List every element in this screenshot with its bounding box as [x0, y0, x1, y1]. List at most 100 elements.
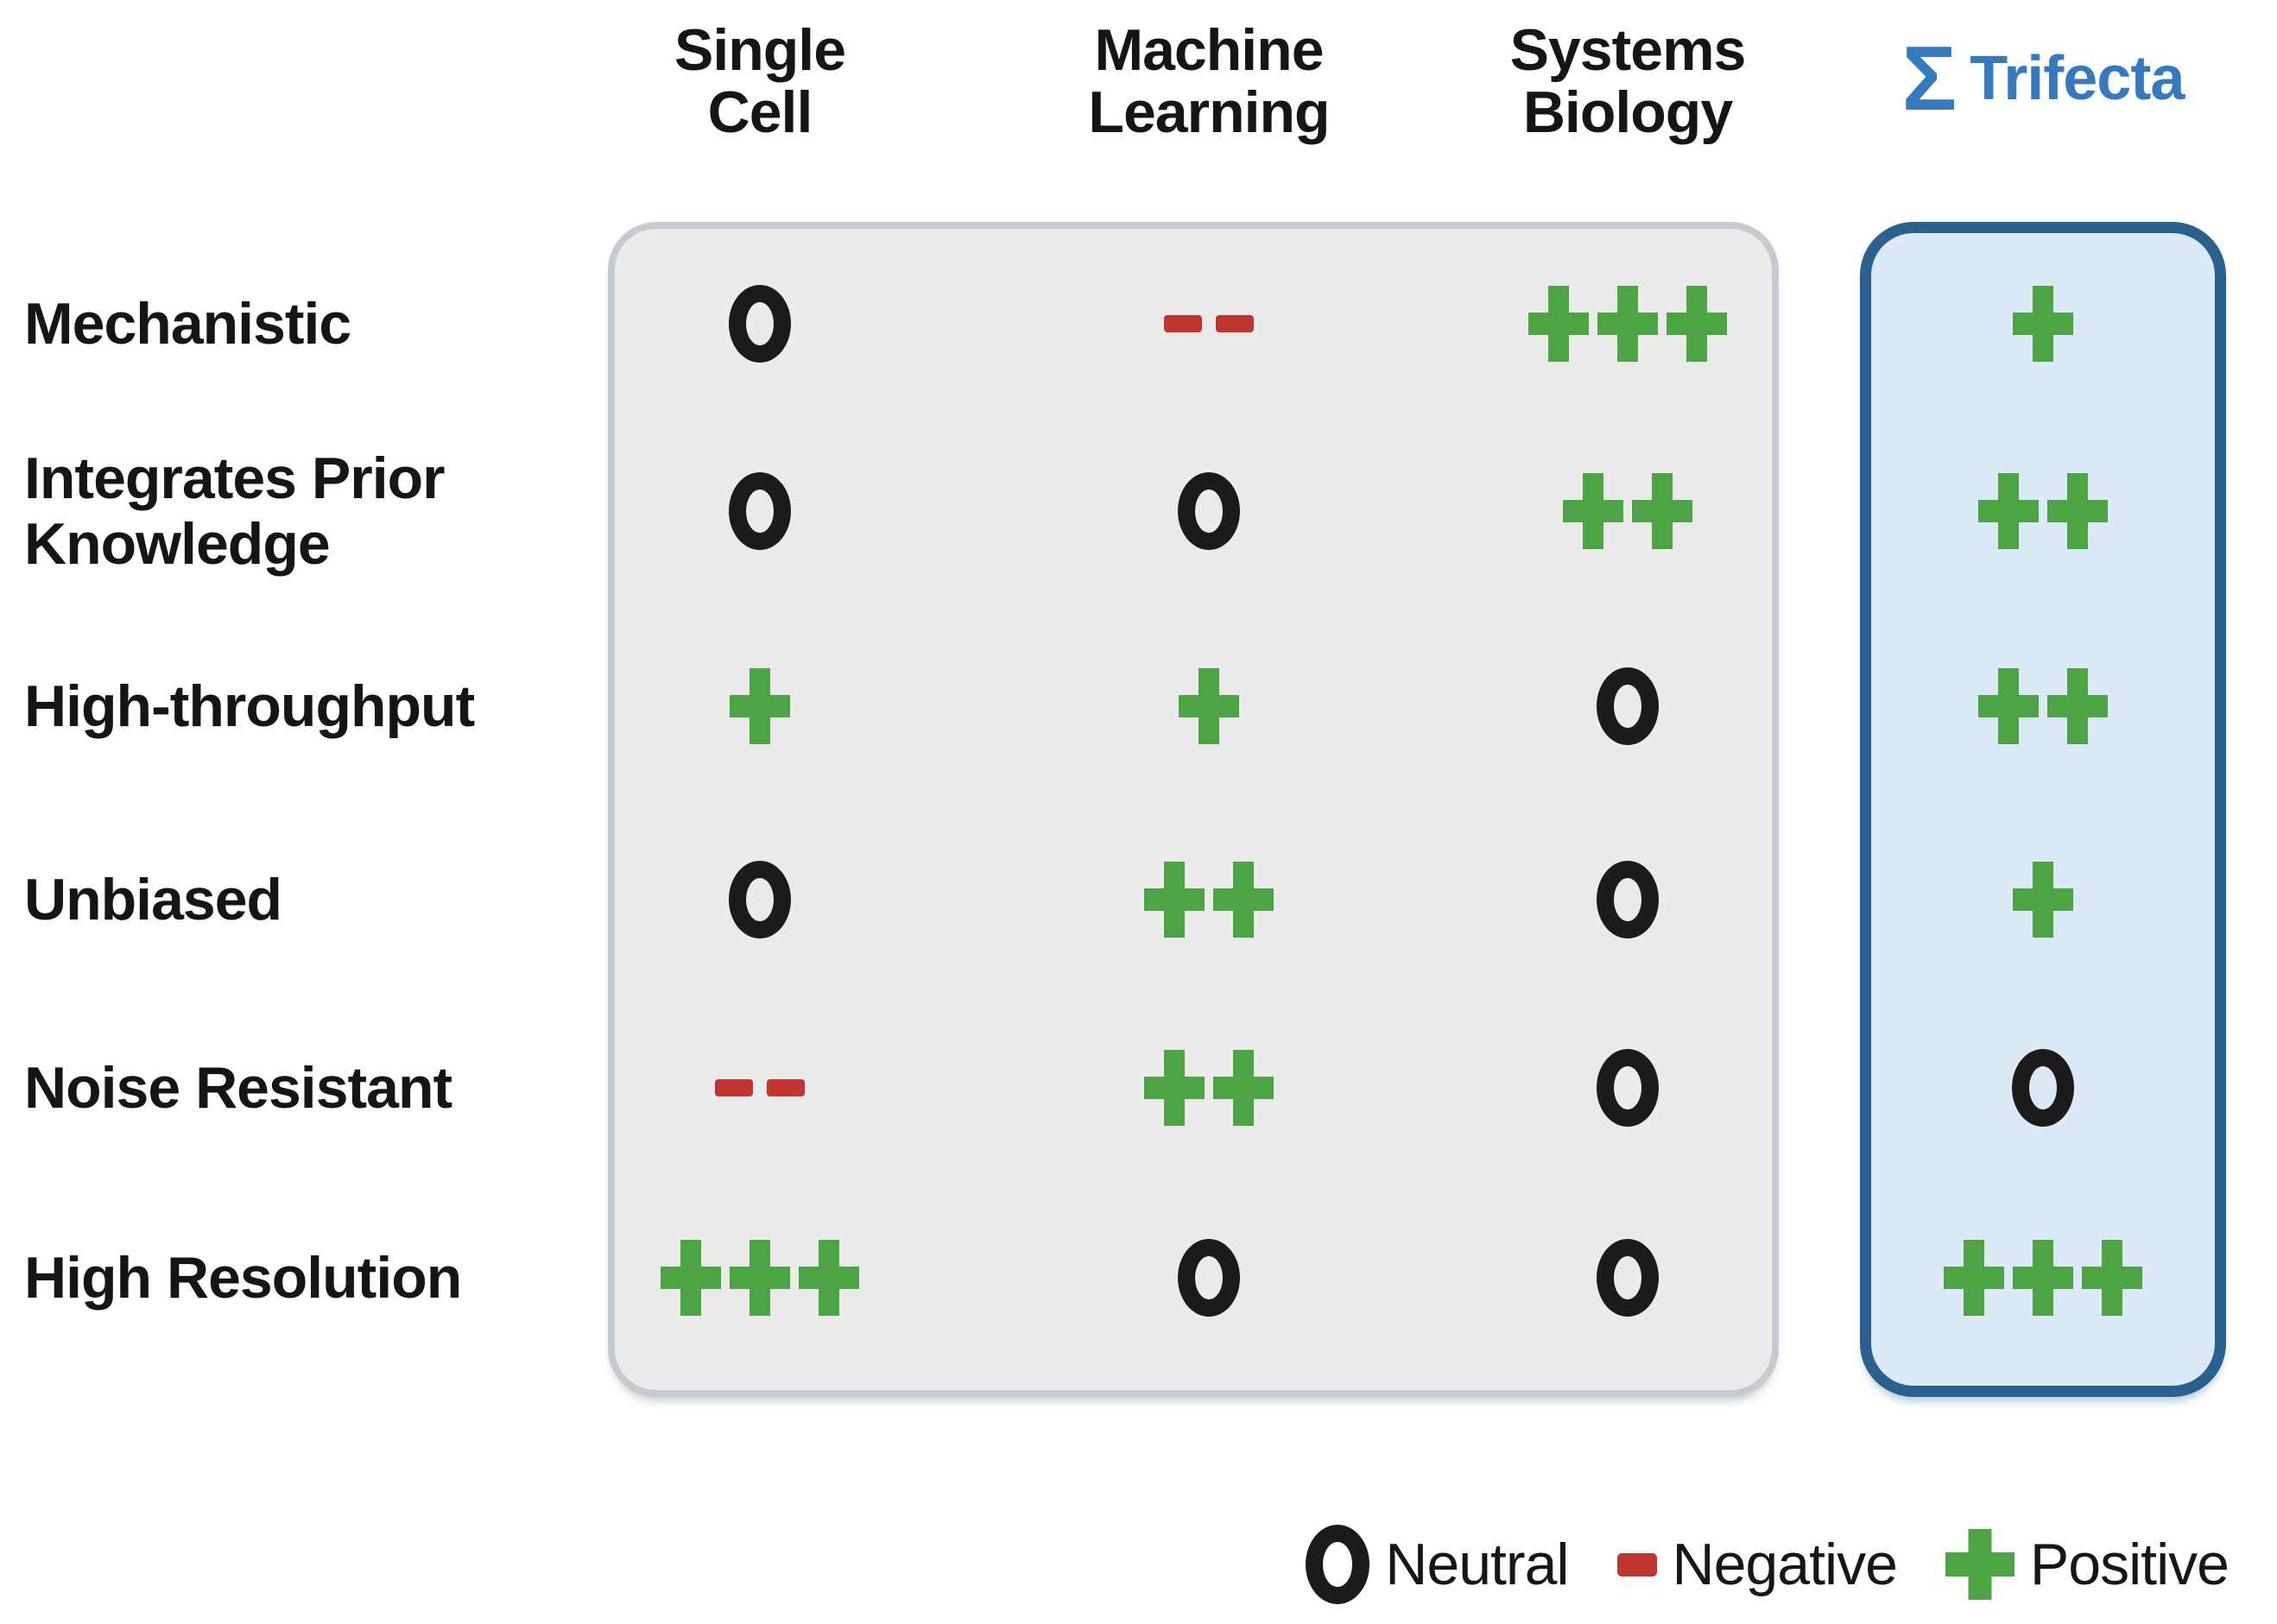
plus-icon: [1563, 473, 1623, 549]
cell-noise-resistant-machine-learning: [1144, 1050, 1274, 1126]
plus-icon: [2047, 473, 2108, 549]
neutral-symbol: [1597, 861, 1659, 938]
negative-symbol-x2: [1164, 315, 1254, 332]
cell-high-throughput-machine-learning: [1179, 668, 1239, 744]
trifecta-panel: [1860, 222, 2226, 1397]
minus-icon: [1164, 315, 1202, 332]
circle-icon: [2012, 1049, 2074, 1127]
plus-icon: [1945, 1529, 2015, 1600]
negative-symbol-x2: [715, 1079, 805, 1096]
plus-icon: [1528, 286, 1589, 362]
plus-icon: [730, 1240, 790, 1316]
positive-symbol-x2: [1144, 862, 1274, 938]
row-label-line: High Resolution: [24, 1244, 462, 1311]
cell-high-throughput-systems-biology: [1597, 667, 1659, 745]
plus-icon: [661, 1240, 721, 1316]
column-header-line: Trifecta: [1970, 43, 2185, 113]
row-label-noise-resistant: Noise Resistant: [24, 1055, 452, 1121]
cell-noise-resistant-trifecta: [2012, 1049, 2074, 1127]
positive-symbol-x1: [1945, 1529, 2015, 1600]
row-label-line: Noise Resistant: [24, 1054, 452, 1121]
cell-integrates-prior-knowledge-trifecta: [1978, 473, 2108, 549]
positive-symbol-x1: [2013, 286, 2073, 362]
plus-icon: [2013, 286, 2073, 362]
cell-integrates-prior-knowledge-single-cell: [729, 472, 791, 550]
plus-icon: [1632, 473, 1692, 549]
cell-mechanistic-systems-biology: [1528, 286, 1727, 362]
legend-label: Negative: [1672, 1532, 1898, 1597]
neutral-symbol: [729, 861, 791, 938]
plus-icon: [1597, 286, 1658, 362]
neutral-symbol: [2012, 1049, 2074, 1127]
cell-unbiased-trifecta: [2013, 862, 2073, 938]
positive-symbol-x3: [1944, 1240, 2142, 1316]
row-label-high-resolution: High Resolution: [24, 1244, 462, 1311]
circle-icon: [729, 472, 791, 550]
circle-icon: [1178, 472, 1240, 550]
positive-symbol-x2: [1978, 473, 2108, 549]
plus-icon: [799, 1240, 859, 1316]
plus-icon: [730, 668, 790, 744]
row-label-line: High-throughput: [24, 673, 475, 739]
neutral-symbol: [1597, 1049, 1659, 1127]
plus-icon: [2013, 1240, 2073, 1316]
circle-icon: [1597, 667, 1659, 745]
circle-icon: [1597, 861, 1659, 938]
column-header-line: Systems: [1509, 17, 1747, 83]
plus-icon: [1144, 1050, 1205, 1126]
neutral-symbol: [1597, 1239, 1659, 1317]
sigma-icon: Σ: [1901, 28, 1958, 130]
legend-item-negative: Negative: [1616, 1531, 1898, 1598]
cell-unbiased-machine-learning: [1144, 862, 1274, 938]
cell-unbiased-systems-biology: [1597, 861, 1659, 938]
column-header-line: Biology: [1522, 79, 1733, 146]
plus-icon: [1978, 473, 2039, 549]
neutral-symbol: [729, 472, 791, 550]
minus-icon: [1216, 315, 1254, 332]
plus-icon: [2082, 1240, 2142, 1316]
plus-icon: [2013, 862, 2073, 938]
cell-unbiased-single-cell: [729, 861, 791, 938]
circle-icon: [1597, 1239, 1659, 1317]
row-label-mechanistic: Mechanistic: [24, 291, 351, 357]
circle-icon: [729, 861, 791, 938]
row-label-line: Mechanistic: [24, 290, 351, 357]
circle-icon: [729, 285, 791, 363]
positive-symbol-x2: [1563, 473, 1692, 549]
plus-icon: [1667, 286, 1727, 362]
circle-icon: [1178, 1239, 1240, 1317]
row-label-line: Integrates Prior: [24, 445, 446, 511]
cell-noise-resistant-single-cell: [715, 1079, 805, 1096]
cell-mechanistic-trifecta: [2013, 286, 2073, 362]
circle-icon: [1597, 1049, 1659, 1127]
plus-icon: [2047, 668, 2108, 744]
legend-label: Neutral: [1385, 1532, 1569, 1597]
neutral-symbol: [1306, 1525, 1370, 1604]
positive-symbol-x3: [1528, 286, 1727, 362]
cell-high-resolution-single-cell: [661, 1240, 859, 1316]
cell-high-resolution-systems-biology: [1597, 1239, 1659, 1317]
neutral-symbol: [1597, 667, 1659, 745]
legend-label: Positive: [2029, 1532, 2230, 1597]
cell-integrates-prior-knowledge-systems-biology: [1563, 473, 1692, 549]
cell-high-resolution-trifecta: [1944, 1240, 2142, 1316]
plus-icon: [1213, 1050, 1274, 1126]
plus-icon: [1144, 862, 1205, 938]
legend: Neutral Negative Positive: [1306, 1525, 2230, 1604]
row-label-unbiased: Unbiased: [24, 867, 282, 932]
positive-symbol-x2: [1978, 668, 2108, 744]
plus-icon: [1179, 668, 1239, 744]
plus-icon: [1213, 862, 1274, 938]
column-header-line: Cell: [707, 79, 813, 146]
neutral-symbol: [1178, 1239, 1240, 1317]
cell-high-resolution-machine-learning: [1178, 1239, 1240, 1317]
cell-mechanistic-machine-learning: [1164, 315, 1254, 332]
positive-symbol-x2: [1144, 1050, 1274, 1126]
plus-icon: [1944, 1240, 2004, 1316]
negative-symbol-x1: [1616, 1552, 1657, 1577]
minus-icon: [767, 1079, 805, 1096]
